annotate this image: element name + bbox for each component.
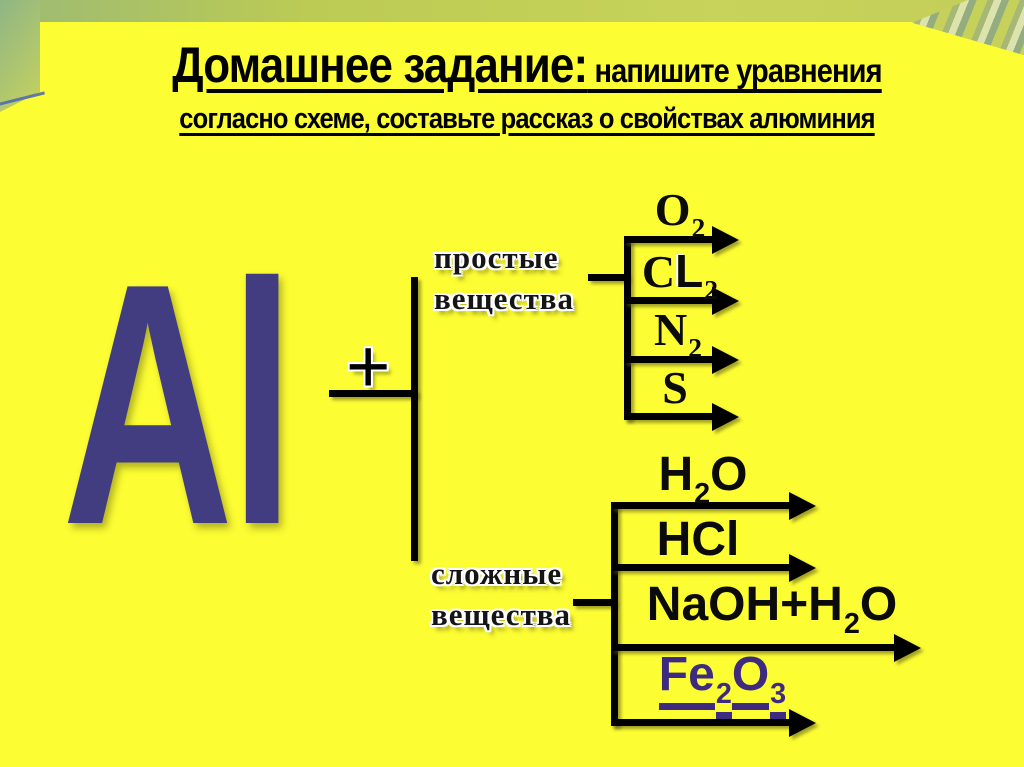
label-simple-line-2: вещества (434, 280, 575, 316)
arrow-o2 (624, 236, 712, 243)
trunk-line (411, 277, 418, 561)
arrow-cl2 (624, 297, 712, 304)
title-line-1: Домашнее задание: напишите уравнения (90, 36, 965, 94)
slide-title: Домашнее задание: напишите уравнения сог… (90, 36, 965, 136)
formula-naoh-h2o: NaOH+H2O (646, 578, 898, 640)
formula-cl2: CL2 (641, 245, 719, 306)
label-complex-line-2: вещества (431, 596, 572, 632)
arrow-naoh-h2o (611, 644, 894, 651)
label-simple-line-1: простые (434, 240, 559, 275)
top-border-decoration (0, 0, 1024, 22)
formula-o2: O2 (654, 184, 706, 244)
arrow-n2 (624, 356, 712, 363)
formula-h2o: H2O (658, 448, 748, 510)
formula-hcl: HCl (656, 513, 740, 566)
formula-fe2o3: Fe2O3 (640, 647, 805, 719)
arrow-h2o (611, 502, 789, 509)
formula-n2: N2 (653, 304, 703, 364)
title-main-text: Домашнее задание: (172, 37, 588, 93)
complex-group-stub-line (573, 599, 615, 606)
arrow-s (624, 413, 712, 420)
complex-group-bracket (611, 502, 618, 726)
simple-group-stub-line (588, 274, 628, 281)
label-complex-substances: сложные вещества (431, 554, 571, 636)
aluminum-symbol: Al (62, 212, 295, 596)
title-secondary-text: напишите уравнения (587, 52, 882, 89)
label-complex-line-1: сложные (431, 556, 563, 591)
label-simple-substances: простые вещества (434, 238, 574, 320)
formula-s: S (662, 362, 688, 413)
al-connector-line (329, 390, 417, 397)
arrow-fe2o3 (611, 719, 789, 726)
title-line-2: согласно схеме, составьте рассказ о свой… (179, 103, 875, 135)
simple-group-bracket (624, 236, 631, 420)
arrow-hcl (611, 564, 789, 571)
